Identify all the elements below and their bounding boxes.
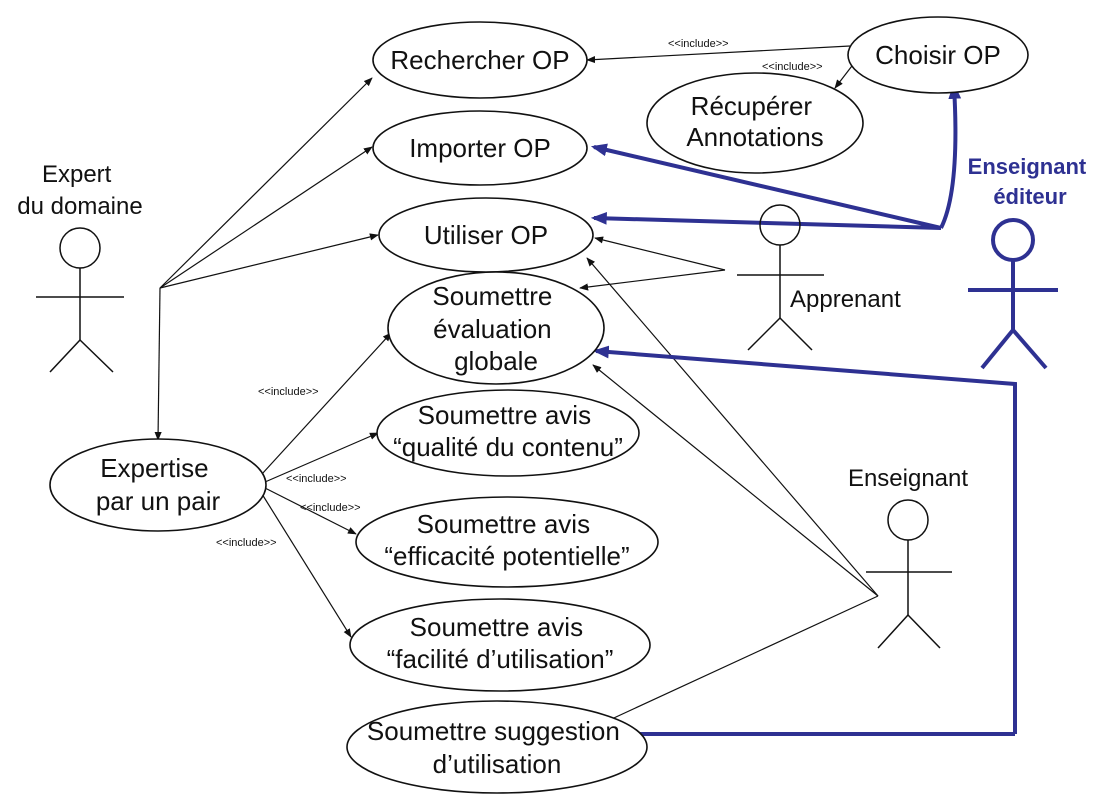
line-enseignant-evaluation: [592, 364, 879, 597]
use-case-expertise-par-un-pair[interactable]: Expertise par un pair: [49, 438, 267, 532]
use-case-avis-qualite[interactable]: Soumettre avis “qualité du contenu”: [376, 389, 640, 477]
use-case-importer-op[interactable]: Importer OP: [372, 110, 588, 186]
line-expert-rechercher: [159, 77, 373, 289]
line-choisir-rechercher: [586, 45, 851, 64]
use-case-label: Rechercher OP: [390, 45, 569, 75]
actor-label: Enseignant: [848, 465, 968, 492]
actor-label: Apprenant: [790, 286, 901, 313]
editor-association-lines: [590, 82, 1017, 741]
include-label: <<include>>: [258, 386, 319, 398]
use-case-soumettre-evaluation-globale[interactable]: Soumettre évaluation globale: [387, 271, 605, 385]
include-label: <<include>>: [286, 473, 347, 485]
line-editor-choisir: [939, 82, 962, 229]
line-expertise-efficacite: [264, 487, 357, 535]
line-expert-importer: [159, 146, 373, 289]
line-expertise-qualite: [264, 432, 379, 483]
line-expert-utiliser: [159, 233, 379, 289]
use-case-label: Soumettre avis “qualité du contenu”: [393, 400, 623, 462]
line-apprenant-utiliser: [594, 236, 726, 271]
use-case-utiliser-op[interactable]: Utiliser OP: [378, 197, 594, 273]
use-case-choisir-op[interactable]: Choisir OP: [847, 16, 1029, 94]
use-case-label: Expertise par un pair: [96, 453, 221, 516]
line-expertise-facilite: [261, 493, 352, 638]
use-case-label: Récupérer Annotations: [686, 91, 823, 152]
stick-figure-icon: [968, 218, 1058, 370]
use-case-label: Soumettre avis “efficacité potentielle”: [384, 509, 629, 571]
use-case-label: Choisir OP: [875, 40, 1001, 70]
use-case-label: Soumettre évaluation globale: [432, 281, 559, 376]
use-case-recuperer-annotations[interactable]: Récupérer Annotations: [646, 72, 864, 174]
use-case-rechercher-op[interactable]: Rechercher OP: [372, 21, 588, 99]
stick-figure-icon: [866, 499, 952, 649]
line-enseignant-utiliser: [586, 257, 879, 597]
line-expertise-evaluation: [261, 332, 392, 475]
line-apprenant-evaluation: [579, 269, 726, 291]
include-label: <<include>>: [762, 61, 823, 73]
line-enseignant-suggestion: [576, 595, 879, 736]
include-label: <<include>>: [216, 537, 277, 549]
stick-figure-icon: [36, 227, 124, 373]
include-label: <<include>>: [668, 38, 729, 50]
line-editor-importer: [590, 143, 942, 230]
actor-enseignant[interactable]: Enseignant: [848, 465, 968, 649]
use-case-avis-efficacite[interactable]: Soumettre avis “efficacité potentielle”: [355, 496, 659, 588]
use-case-soumettre-suggestion[interactable]: Soumettre suggestion d’utilisation: [346, 700, 648, 794]
line-editor-utiliser: [590, 211, 942, 230]
actor-label: Expert du domaine: [17, 161, 142, 220]
actor-label: Enseignant éditeur: [968, 154, 1093, 209]
line-expert-expertise: [154, 287, 162, 441]
stick-figure-icon: [737, 204, 824, 351]
use-case-label: Soumettre suggestion d’utilisation: [367, 716, 627, 779]
use-case-label: Soumettre avis “facilité d’utilisation”: [387, 612, 614, 674]
include-labels: <<include>> <<include>> <<include>> <<in…: [216, 38, 823, 549]
actor-expert[interactable]: Expert du domaine: [17, 161, 143, 373]
use-case-label: Importer OP: [409, 133, 551, 163]
actor-apprenant[interactable]: Apprenant: [737, 204, 901, 351]
include-label: <<include>>: [300, 502, 361, 514]
use-case-avis-facilite[interactable]: Soumettre avis “facilité d’utilisation”: [349, 598, 651, 692]
actor-enseignant-editeur[interactable]: Enseignant éditeur: [968, 154, 1093, 370]
line-editor-evaluation-suggestion: [592, 345, 1017, 734]
use-case-label: Utiliser OP: [424, 220, 548, 250]
